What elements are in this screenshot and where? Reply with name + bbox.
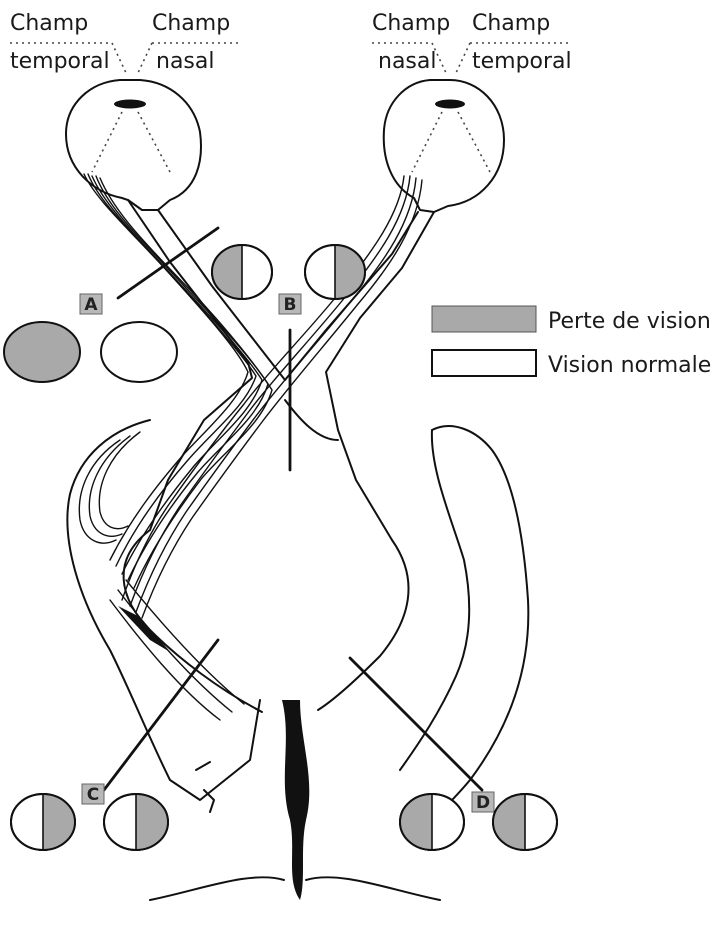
right-nasal-label-line1: Champ [372, 11, 450, 36]
left-lens [114, 100, 146, 109]
left-eye [66, 80, 201, 210]
lesion-label-d-text: D [476, 793, 490, 813]
left-eye-ray [92, 112, 170, 172]
left-temporal-label-line2: temporal [10, 49, 110, 74]
left-nasal-label-line2: nasal [156, 49, 214, 74]
right-eye-field-labels: Champ nasal Champ temporal [372, 11, 572, 75]
field-deficit-b [212, 245, 365, 299]
left-field-divider [112, 43, 152, 75]
left-nasal-label-line1: Champ [152, 11, 230, 36]
field-a-right [101, 322, 177, 382]
legend-swatch-normal [432, 350, 536, 376]
right-eye [384, 80, 504, 212]
right-nasal-label-line2: nasal [378, 49, 436, 74]
lesion-label-c-text: C [87, 785, 99, 805]
left-eye-field-labels: Champ temporal Champ nasal [10, 11, 240, 75]
lesion-line-a [118, 228, 218, 298]
right-temporal-label-line1: Champ [472, 11, 550, 36]
legend: Perte de vision Vision normale [432, 306, 711, 378]
right-eye-ray [412, 112, 490, 172]
lesion-label-d: D [472, 792, 494, 813]
lesion-label-c: C [82, 784, 104, 805]
legend-label-normal: Vision normale [548, 353, 711, 378]
right-lens [435, 100, 465, 109]
legend-swatch-loss [432, 306, 536, 332]
lesion-label-a: A [80, 294, 102, 315]
field-deficit-a [4, 322, 177, 382]
lesion-line-d [350, 658, 482, 790]
lesion-label-b: B [279, 294, 301, 315]
brainstem [282, 700, 309, 900]
legend-label-loss: Perte de vision [548, 309, 711, 334]
right-field-divider [432, 43, 470, 75]
lesion-label-a-text: A [84, 295, 98, 315]
lesion-label-b-text: B [284, 295, 297, 315]
right-temporal-label-line2: temporal [472, 49, 572, 74]
left-temporal-label-line1: Champ [10, 11, 88, 36]
